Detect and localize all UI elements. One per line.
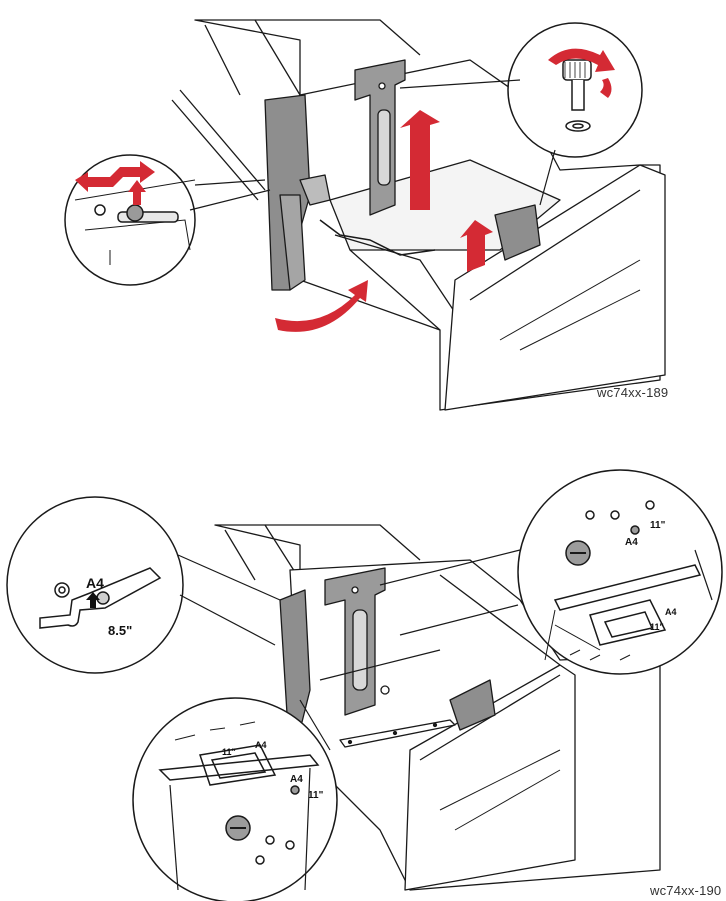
printer-body-outline bbox=[214, 524, 301, 581]
callout-bottom-guide bbox=[132, 649, 441, 901]
printer-body-outline bbox=[194, 19, 301, 96]
squeeze-arrow bbox=[460, 220, 493, 272]
figure-caption: wc74xx-190 bbox=[650, 883, 722, 898]
label-a4-bottom: A4 bbox=[290, 774, 303, 785]
side-guide-right bbox=[494, 204, 541, 261]
side-guide-left bbox=[279, 589, 311, 731]
left-right-arrow bbox=[75, 161, 155, 192]
label-a4: A4 bbox=[86, 575, 104, 591]
label-11in: 11" bbox=[650, 520, 666, 531]
up-arrow bbox=[128, 180, 146, 205]
side-guide-right bbox=[449, 679, 496, 731]
callout-right-guide bbox=[379, 469, 723, 675]
label-letter-width: 8.5" bbox=[108, 623, 132, 638]
label-11in-right-small: 11" bbox=[650, 622, 664, 632]
red-arrows bbox=[75, 48, 615, 332]
lift-arrow bbox=[400, 110, 440, 210]
up-arrow bbox=[86, 592, 100, 608]
tray-front-panel bbox=[444, 164, 666, 411]
label-a4-right: A4 bbox=[625, 537, 638, 548]
label-a4-right-small: A4 bbox=[665, 607, 677, 617]
figure-tray-size-positions: A4 8.5" 11" A4 A4 11" 11" A4 A4 11" wc74… bbox=[0, 450, 726, 901]
tray-illustration-2: A4 8.5" 11" A4 A4 11" 11" A4 A4 11" bbox=[6, 469, 723, 901]
figure-caption: wc74xx-189 bbox=[597, 385, 669, 400]
tray-front-panel bbox=[404, 664, 576, 891]
callout-knob bbox=[399, 22, 643, 206]
tray-illustration-1 bbox=[64, 19, 666, 411]
label-11in-bottom-top: 11" bbox=[222, 747, 236, 757]
label-a4-bottom-top: A4 bbox=[255, 740, 267, 750]
swing-arrow bbox=[275, 280, 368, 332]
figure-tray-guides-adjust: wc74xx-189 bbox=[0, 0, 726, 440]
callout-left-guide bbox=[6, 496, 281, 674]
callout-left-guide bbox=[64, 154, 271, 286]
rotate-arrow bbox=[548, 48, 615, 72]
label-11in-bottom: 11" bbox=[308, 790, 324, 801]
